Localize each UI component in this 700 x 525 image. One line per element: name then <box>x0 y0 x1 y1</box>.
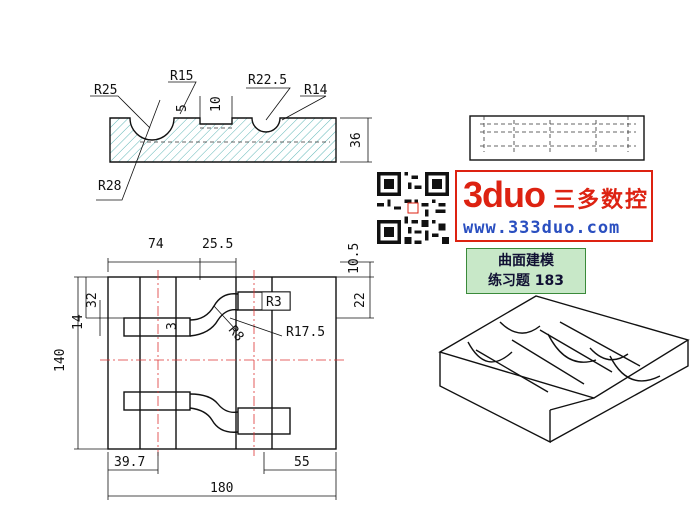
dim-10-5: 10.5 <box>347 243 362 274</box>
iso-front-right-face <box>549 340 689 443</box>
dim-25-5-lines <box>200 258 237 280</box>
exercise-title-line1: 曲面建模 <box>498 253 554 269</box>
dim-55: 55 <box>294 455 310 470</box>
dim-36: 36 <box>349 132 364 148</box>
front-view-outline <box>107 276 337 450</box>
brand-name: 三多数控 <box>553 188 650 213</box>
leader-r15 <box>168 81 197 115</box>
dim-32: 32 <box>85 292 100 308</box>
dim-36-lines <box>340 117 372 163</box>
dim-10: 10 <box>209 96 224 112</box>
leader-r8 <box>213 305 237 331</box>
dim-140: 140 <box>53 349 68 372</box>
brand-url: www.333duo.com <box>463 218 621 238</box>
dim-32-14-lines <box>85 277 124 336</box>
iso-edge <box>549 397 595 411</box>
slot-lower-left <box>123 391 191 411</box>
brand-logo: 3duo 三多数控 www.333duo.com <box>455 170 653 242</box>
dim-3: 3 <box>165 322 180 330</box>
leader-r14 <box>281 95 327 121</box>
dim-140-lines <box>74 276 108 450</box>
dim-25-5: 25.5 <box>202 237 233 252</box>
exercise-title-box: 曲面建模 练习题 183 <box>466 248 586 294</box>
dim-39-7: 39.7 <box>114 455 145 470</box>
slot-lower-right <box>237 407 291 435</box>
dim-r17-5: R17.5 <box>286 325 325 340</box>
dim-r8: R8 <box>225 323 247 345</box>
dim-180: 180 <box>210 481 233 496</box>
section-hatched-profile <box>109 117 337 163</box>
iso-front-left-face <box>439 352 551 444</box>
s-curve-lower <box>189 393 239 433</box>
dim-74: 74 <box>148 237 164 252</box>
r3-label-box <box>261 291 291 311</box>
front-view: 74 25.5 10.5 32 14 22 R3 3 R8 R17.5 140 … <box>53 237 374 500</box>
centerline-vertical <box>157 270 255 456</box>
dim-r25: R25 <box>94 83 117 98</box>
qr-code <box>377 172 449 244</box>
dim-180-lines <box>107 452 337 500</box>
side-view-outline <box>469 115 645 161</box>
dim-10-5-lines <box>336 261 374 278</box>
side-view-hidden-lines <box>480 116 636 152</box>
dim-14: 14 <box>71 314 86 330</box>
exercise-title-line2: 练习题 183 <box>487 273 565 289</box>
dim-5: 5 <box>175 104 190 112</box>
dim-r28: R28 <box>98 179 121 194</box>
dim-r14: R14 <box>304 83 328 98</box>
dim-22-lines <box>336 277 374 319</box>
dim-39-7-lines <box>108 452 159 474</box>
dim-22: 22 <box>353 292 368 308</box>
leader-r28 <box>96 99 161 201</box>
iso-channel-edges <box>475 321 641 393</box>
dim-r3: R3 <box>266 295 282 310</box>
leader-r22-5 <box>246 87 291 121</box>
dim-r22-5: R22.5 <box>248 73 287 88</box>
dim-r15: R15 <box>170 69 193 84</box>
iso-curved-channels <box>467 321 661 382</box>
slot-upper-left <box>123 317 191 337</box>
bore-edges <box>139 277 273 449</box>
dim-55-lines <box>263 452 336 474</box>
brand-logo-mark: 3duo <box>463 174 546 215</box>
side-view <box>469 115 645 161</box>
leader-r25 <box>90 95 151 129</box>
section-view: R25 R15 R22.5 R14 5 10 36 R28 <box>90 69 372 201</box>
iso-top-face <box>438 295 690 399</box>
isometric-view <box>438 295 690 444</box>
